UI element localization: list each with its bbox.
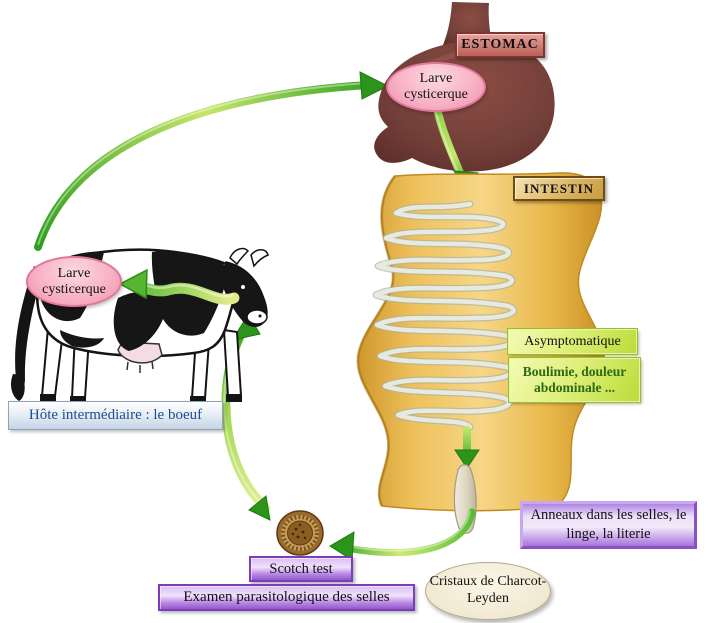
larve-cysticerque-cow-label: Larve cysticerque [26, 256, 122, 307]
cristaux-charcot-leyden-label: Cristaux de Charcot-Leyden [425, 562, 551, 620]
asymptomatique-label: Asymptomatique [508, 329, 637, 354]
scotch-test-label: Scotch test [249, 556, 353, 582]
tapeworm-icon [372, 200, 518, 431]
intestin-label: INTESTIN [513, 176, 605, 201]
larve-cysticerque-stomach-label: Larve cysticerque [386, 62, 486, 112]
arrow-stool-to-egg [329, 508, 476, 561]
arrow-intestine-to-stool [454, 426, 480, 469]
boulimie-label: Boulimie, douleur abdominale ... [509, 358, 640, 402]
taenia-egg-icon [276, 510, 324, 556]
hote-intermediaire-label: Hôte intermédiaire : le boeuf [8, 401, 223, 430]
estomac-label: ESTOMAC [455, 32, 545, 58]
anneaux-label: Anneaux dans les selles, le linge, la li… [520, 501, 697, 549]
examen-parasitologique-label: Examen parasitologique des selles [158, 584, 415, 611]
arrow-beef-to-larva [118, 268, 240, 305]
arrow-cow-to-stomach [34, 71, 390, 251]
intestine-icon [356, 172, 605, 512]
